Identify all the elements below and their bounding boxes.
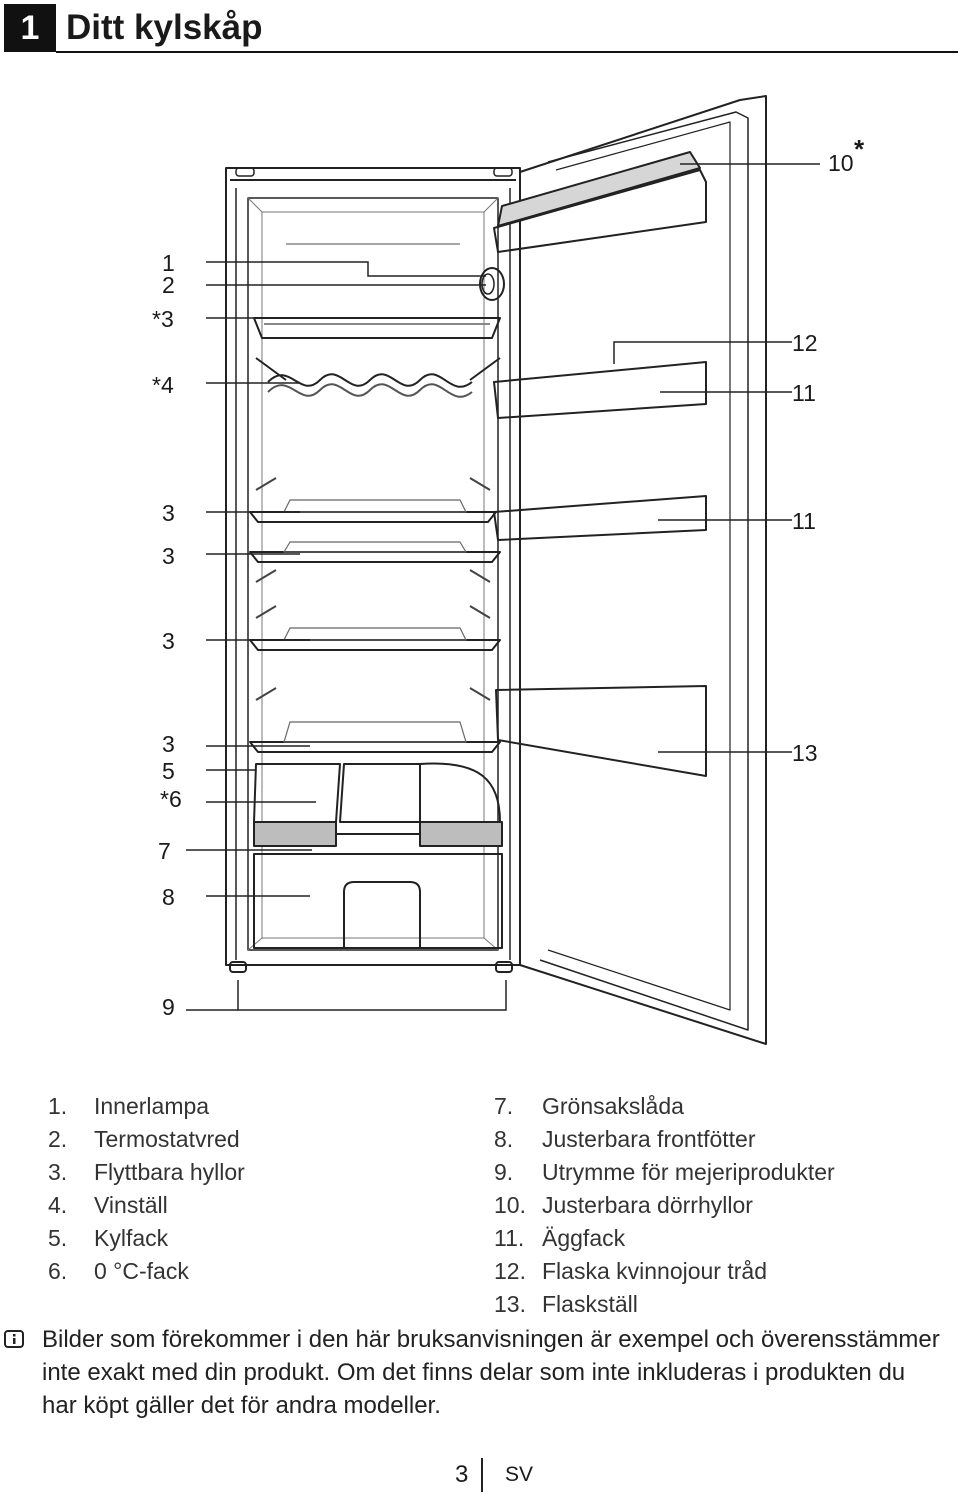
- cabinet-outline: [225, 167, 521, 966]
- callout-1: 1: [162, 250, 175, 276]
- crisper-left: [253, 763, 341, 823]
- callout-10: 10: [828, 150, 854, 176]
- legend-right: 7.Grönsakslåda 8.Justerbara frontfötter …: [494, 1090, 835, 1321]
- legend-item: 4.Vinställ: [48, 1192, 168, 1218]
- page-number: 3: [455, 1461, 469, 1488]
- legend-left: 1.Innerlampa 2.Termostatvred 3.Flyttbara…: [48, 1090, 245, 1288]
- callout-12: 12: [792, 330, 818, 356]
- header-rule: [56, 51, 958, 53]
- legend-item: 3.Flyttbara hyllor: [48, 1159, 245, 1185]
- legend-item: 7.Grönsakslåda: [494, 1093, 684, 1119]
- door-shelf-top: [493, 169, 707, 253]
- legend-item: 13.Flaskställ: [494, 1291, 638, 1317]
- legend-item: 8.Justerbara frontfötter: [494, 1126, 756, 1152]
- vegetable-drawer: [253, 853, 503, 949]
- callout-7: 7: [158, 838, 171, 864]
- callout-11b: 11: [792, 508, 816, 534]
- callout-5: 5: [162, 758, 175, 784]
- callout-3-top: *3: [152, 306, 174, 332]
- language-code: SV: [505, 1463, 534, 1486]
- callout-8: 8: [162, 884, 175, 910]
- footer-divider: [481, 1458, 483, 1492]
- chapter-header: 1 Ditt kylskåp: [4, 4, 958, 54]
- legend-item: 1.Innerlampa: [48, 1093, 210, 1119]
- callout-2: 2: [162, 272, 175, 298]
- door-shelf-egg-1: [493, 361, 707, 419]
- door-outline: [519, 95, 767, 1045]
- legend-item: 2.Termostatvred: [48, 1126, 240, 1152]
- callout-6: *6: [160, 786, 182, 812]
- legend-item: 9.Utrymme för mejeriprodukter: [494, 1159, 835, 1185]
- legend-item: 12.Flaska kvinnojour tråd: [494, 1258, 767, 1284]
- legend-item: 5.Kylfack: [48, 1225, 169, 1251]
- shelf-top: [253, 317, 501, 339]
- callout-3d: 3: [162, 628, 175, 654]
- chapter-number: 1: [4, 4, 56, 52]
- wine-rack: [267, 373, 473, 388]
- info-icon: [4, 1330, 24, 1348]
- bottle-rack: [495, 685, 707, 777]
- legend-item: 11.Äggfack: [494, 1225, 626, 1251]
- legend-item: 6.0 °C-fack: [48, 1258, 189, 1284]
- fridge-illustration: [186, 95, 820, 1045]
- callout-3c: 3: [162, 543, 175, 569]
- callout-3b: 3: [162, 500, 175, 526]
- callout-13: 13: [792, 740, 818, 766]
- callout-11a: 11: [792, 380, 816, 406]
- callout-9: 9: [162, 994, 175, 1020]
- disclaimer-note: Bilder som förekommer i den här bruksanv…: [42, 1326, 940, 1419]
- leader-lines: [186, 163, 820, 1011]
- shelves: [249, 477, 501, 753]
- callout-10-star: *: [854, 134, 865, 164]
- callout-3e: 3: [162, 731, 175, 757]
- thermostat-knob: [479, 267, 505, 301]
- page-title: Ditt kylskåp: [66, 8, 263, 47]
- callout-4: *4: [152, 372, 174, 398]
- legend-item: 10.Justerbara dörrhyllor: [494, 1192, 753, 1218]
- door-shelf-egg-2: [493, 495, 707, 541]
